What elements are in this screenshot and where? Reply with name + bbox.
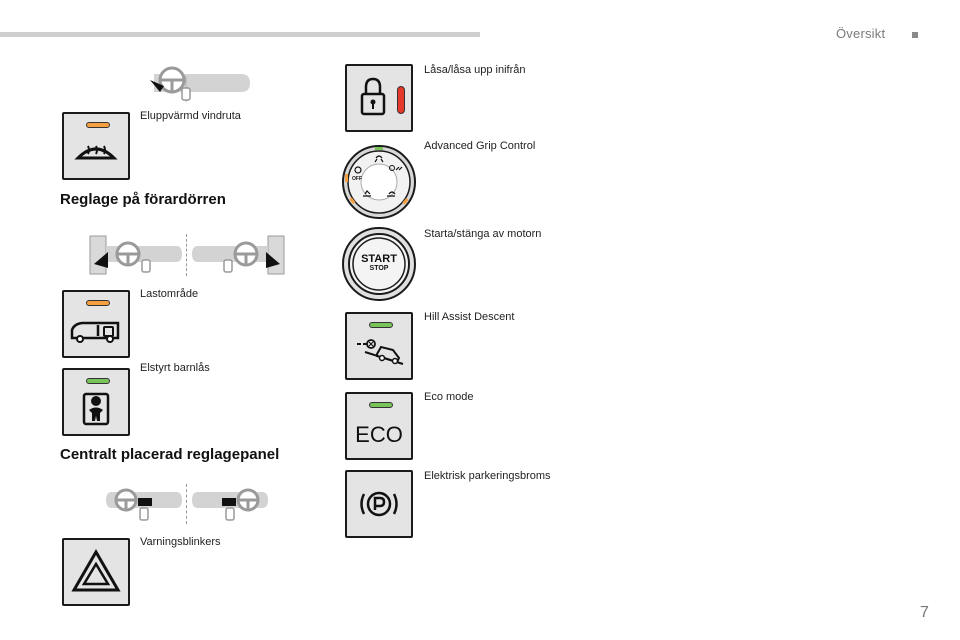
hill-assist-descent-button[interactable] bbox=[345, 312, 413, 380]
eco-mode-button[interactable]: ECO bbox=[345, 392, 413, 460]
indicator-led-red bbox=[397, 86, 405, 114]
hill-descent-car-icon bbox=[357, 339, 404, 365]
cargo-area-lock-button[interactable] bbox=[62, 290, 130, 358]
windshield-defrost-icon bbox=[74, 145, 118, 160]
start-label: START bbox=[361, 253, 397, 265]
door-location-right-icon bbox=[192, 235, 285, 275]
windshield-defrost-button[interactable] bbox=[62, 112, 130, 180]
label-cargo-area: Lastområde bbox=[140, 288, 199, 300]
child-lock-icon bbox=[82, 392, 110, 426]
indicator-led-orange bbox=[86, 122, 110, 128]
dashboard-location-icon bbox=[150, 66, 250, 102]
label-lock: Låsa/låsa upp inifrån bbox=[424, 64, 526, 76]
label-hill-assist: Hill Assist Descent bbox=[424, 311, 515, 323]
indicator-led-green bbox=[369, 322, 393, 328]
child-lock-button[interactable] bbox=[62, 368, 130, 436]
indicator-led-green bbox=[86, 378, 110, 384]
label-defrost: Eluppvärmd vindruta bbox=[140, 110, 241, 122]
label-eco-mode: Eco mode bbox=[424, 391, 474, 403]
indicator-led-orange bbox=[86, 300, 110, 306]
section-heading-central-panel: Centralt placerad reglagepanel bbox=[60, 446, 280, 463]
divider-dashed bbox=[186, 484, 187, 524]
cargo-van-lock-icon bbox=[70, 321, 120, 343]
hazard-triangle-icon bbox=[71, 549, 121, 592]
label-hazard: Varningsblinkers bbox=[140, 536, 221, 548]
padlock-icon bbox=[360, 77, 386, 116]
label-grip-control: Advanced Grip Control bbox=[424, 140, 536, 152]
start-stop-ring-icon bbox=[342, 227, 416, 301]
page-header-title: Översikt bbox=[836, 26, 886, 41]
page-number: 7 bbox=[920, 604, 929, 621]
central-panel-location-left-icon bbox=[106, 488, 182, 521]
grip-off-label: OFF bbox=[352, 176, 362, 182]
indicator-led-green bbox=[369, 402, 393, 408]
header-bullet bbox=[912, 32, 918, 38]
header-rule bbox=[0, 32, 480, 37]
section-heading-driver-door: Reglage på förardörren bbox=[60, 191, 226, 208]
grip-control-dial[interactable]: OFF bbox=[341, 144, 417, 220]
label-start-stop: Starta/stänga av motorn bbox=[424, 228, 542, 240]
parking-brake-button[interactable] bbox=[345, 470, 413, 538]
label-child-lock: Elstyrt barnlås bbox=[140, 362, 210, 374]
eco-text: ECO bbox=[355, 422, 403, 447]
parking-brake-icon bbox=[360, 491, 398, 517]
central-panel-location-right-icon bbox=[192, 488, 268, 521]
start-stop-button[interactable]: START STOP bbox=[341, 226, 417, 302]
label-parking-brake: Elektrisk parkeringsbroms bbox=[424, 470, 551, 482]
door-location-left-icon bbox=[89, 235, 182, 275]
hazard-lights-button[interactable] bbox=[62, 538, 130, 606]
divider-dashed bbox=[186, 234, 187, 276]
central-lock-button[interactable] bbox=[345, 64, 413, 132]
stop-label: STOP bbox=[369, 265, 389, 272]
